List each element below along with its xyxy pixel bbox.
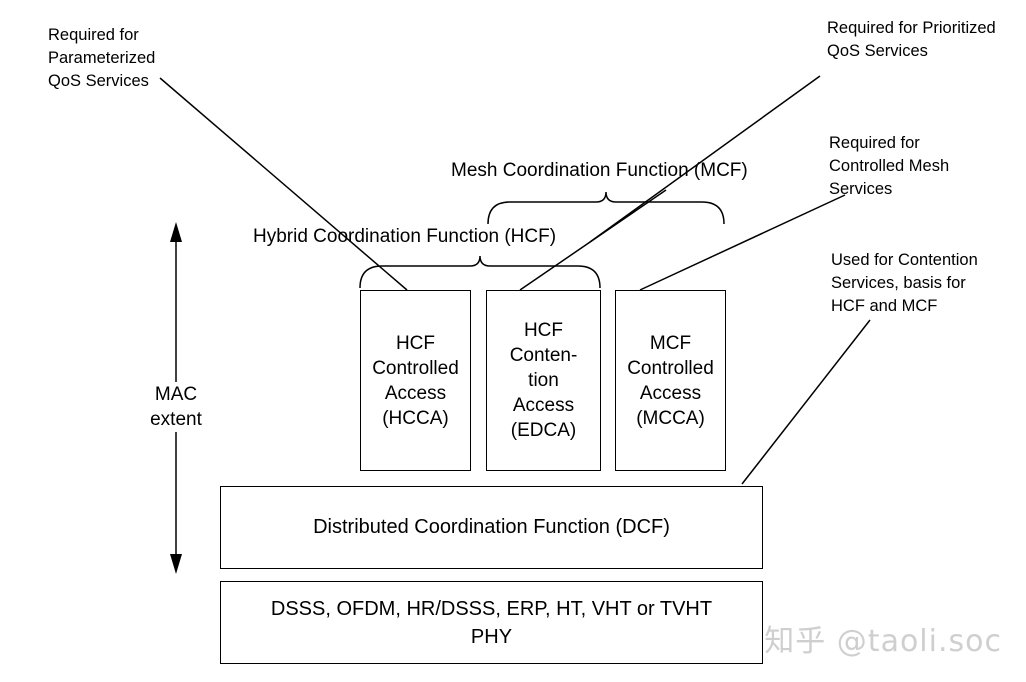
edca-label: HCF Conten- tion Access (EDCA) — [509, 320, 578, 441]
note-parameterized-qos: Required for Parameterized QoS Services — [48, 26, 156, 90]
dcf-box: Distributed Coordination Function (DCF) — [220, 486, 763, 569]
mcf-brace — [487, 191, 725, 225]
leader-line-parameterized — [159, 77, 408, 291]
phy-box: DSSS, OFDM, HR/DSSS, ERP, HT, VHT or TVH… — [220, 581, 763, 664]
mac-extent-label: MAC extent — [135, 382, 217, 432]
watermark: 知乎 @taoli.soc — [764, 624, 1002, 659]
note-prioritized-qos: Required for Prioritized QoS Services — [827, 19, 996, 60]
mcf-label: Mesh Coordination Function (MCF) — [451, 160, 748, 181]
mac-extent-arrow-up — [170, 222, 182, 242]
leader-line-prioritized — [589, 75, 821, 243]
edca-box: HCF Conten- tion Access (EDCA) — [486, 290, 601, 471]
hcf-brace — [359, 255, 601, 289]
hcf-label: Hybrid Coordination Function (HCF) — [253, 226, 557, 247]
leader-line-controlled-mesh — [639, 194, 846, 291]
note-contention-services: Used for Contention Services, basis for … — [831, 251, 978, 315]
hcca-label: HCF Controlled Access (HCCA) — [372, 332, 459, 429]
hcca-box: HCF Controlled Access (HCCA) — [360, 290, 471, 471]
leader-line-contention — [741, 319, 871, 485]
phy-label: DSSS, OFDM, HR/DSSS, ERP, HT, VHT or TVH… — [270, 597, 713, 648]
mcca-label: MCF Controlled Access (MCCA) — [627, 332, 714, 429]
note-controlled-mesh: Required for Controlled Mesh Services — [829, 134, 950, 198]
mac-extent-arrow-down — [170, 554, 182, 574]
dcf-label: Distributed Coordination Function (DCF) — [313, 516, 670, 538]
leader-line-edca-mcf — [519, 189, 667, 291]
mcca-box: MCF Controlled Access (MCCA) — [615, 290, 726, 471]
